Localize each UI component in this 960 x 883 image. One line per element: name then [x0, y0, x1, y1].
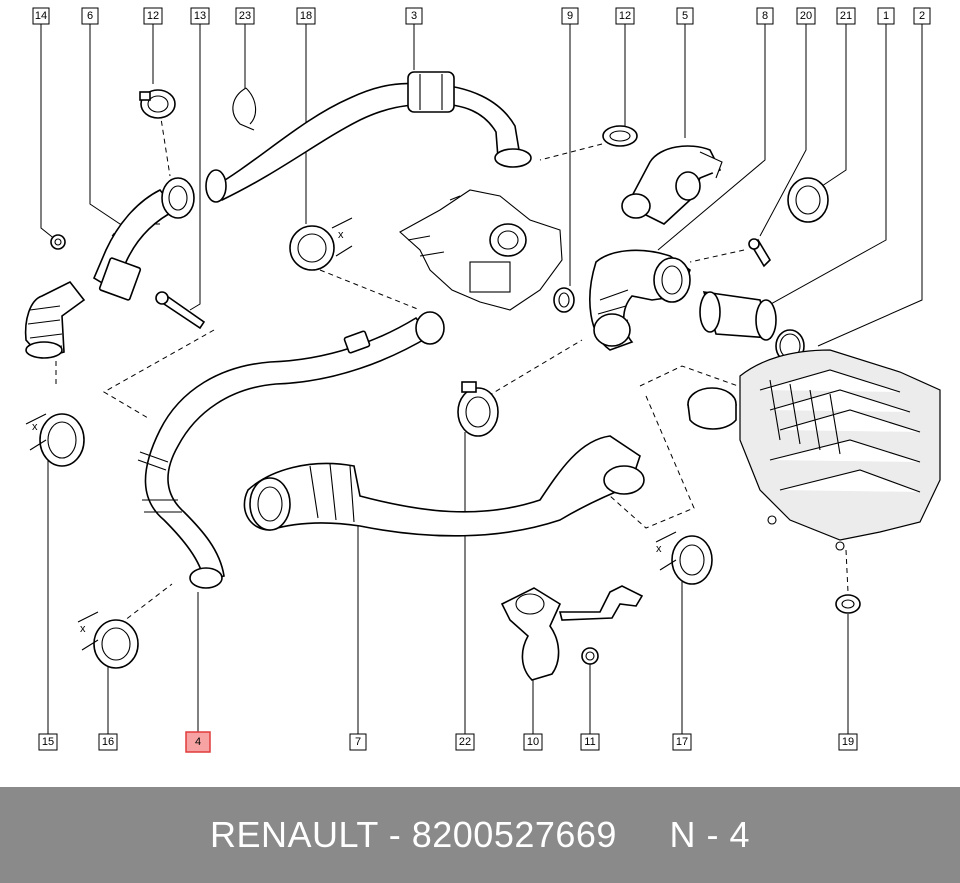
part-clamp-12a: [139, 89, 176, 119]
callout-label: 4: [195, 736, 201, 748]
assembly-lines: [55, 111, 849, 625]
callout-18[interactable]: 18: [296, 7, 316, 25]
parts-diagram-canvas: x x x: [24, 7, 941, 753]
callout-label: 21: [840, 10, 852, 22]
part-duct-7: [243, 435, 645, 537]
part-hose-3-upper: [205, 71, 532, 203]
part-seal-9: [553, 287, 575, 313]
callout-label: 1: [883, 10, 889, 22]
svg-text:x: x: [80, 623, 86, 635]
part-hose-6: [24, 177, 195, 359]
part-throttle-5: [621, 145, 723, 225]
leader-lines: [40, 24, 923, 734]
callout-label: 8: [762, 10, 768, 22]
part-clamp-18: x: [289, 217, 353, 271]
part-number-text: RENAULT - 8200527669 N - 4: [210, 814, 750, 855]
callout-label: 13: [194, 10, 206, 22]
callout-3[interactable]: 3: [405, 7, 423, 25]
callout-label: 9: [567, 10, 573, 22]
callout-label: 3: [411, 10, 417, 22]
callout-11[interactable]: 11: [580, 733, 600, 751]
callout-label: 22: [459, 736, 471, 748]
part-clip-23: [232, 87, 257, 131]
callout-label: 12: [619, 10, 631, 22]
callout-9[interactable]: 9: [561, 7, 579, 25]
callout-5[interactable]: 5: [676, 7, 694, 25]
part-clamp-22: [457, 381, 499, 437]
callout-label: 20: [800, 10, 812, 22]
callout-label: 15: [42, 736, 54, 748]
callout-22[interactable]: 22: [455, 733, 475, 751]
callout-17[interactable]: 17: [672, 733, 692, 751]
callout-7[interactable]: 7: [349, 733, 367, 751]
part-clamp-17: x: [655, 531, 713, 585]
part-pipe-10: [500, 585, 644, 681]
callout-21[interactable]: 21: [836, 7, 856, 25]
svg-text:x: x: [32, 421, 38, 433]
callout-8[interactable]: 8: [756, 7, 774, 25]
callout-13[interactable]: 13: [190, 7, 210, 25]
callout-2[interactable]: 2: [913, 7, 931, 25]
part-hose-4: [137, 311, 445, 589]
callout-1[interactable]: 1: [877, 7, 895, 25]
part-number-footer: RENAULT - 8200527669 N - 4: [0, 787, 960, 883]
callout-12-top[interactable]: 12: [143, 7, 163, 25]
part-nut-11: [581, 647, 599, 665]
callout-14[interactable]: 14: [32, 7, 50, 25]
part-clamp-21: [787, 177, 829, 223]
callout-15[interactable]: 15: [38, 733, 58, 751]
part-seal-19: [835, 594, 861, 614]
svg-text:x: x: [656, 543, 662, 555]
callout-label: 18: [300, 10, 312, 22]
part-egr-valve: [399, 189, 563, 311]
part-air-filter-box: [687, 349, 941, 551]
callout-label: 19: [842, 736, 854, 748]
svg-text:x: x: [338, 229, 344, 241]
callout-label: 11: [584, 736, 595, 748]
callout-label: 2: [919, 10, 925, 22]
callout-label: 14: [35, 10, 47, 22]
callout-4-highlighted[interactable]: 4: [185, 731, 211, 753]
callout-label: 23: [239, 10, 251, 22]
callout-23[interactable]: 23: [235, 7, 255, 25]
part-clamp-15: x: [25, 413, 85, 467]
part-hose-8: [589, 249, 691, 351]
parts-diagram: x x x: [24, 7, 941, 753]
callout-12-right[interactable]: 12: [615, 7, 635, 25]
callout-label: 16: [102, 736, 114, 748]
callout-6[interactable]: 6: [81, 7, 99, 25]
callout-16[interactable]: 16: [98, 733, 118, 751]
part-bolt-20: [748, 238, 772, 268]
callout-20[interactable]: 20: [796, 7, 816, 25]
callout-label: 7: [355, 736, 361, 748]
part-bolt-14: [50, 234, 66, 250]
part-bolt-13: [155, 291, 206, 330]
part-clamp-12b: [602, 125, 638, 147]
callout-label: 12: [147, 10, 159, 22]
callout-19[interactable]: 19: [838, 733, 858, 751]
part-airflow-meter-1: [699, 291, 777, 341]
callout-label: 10: [527, 736, 539, 748]
callout-10[interactable]: 10: [523, 733, 543, 751]
callout-label: 5: [682, 10, 688, 22]
callout-label: 6: [87, 10, 93, 22]
part-clamp-16: x: [77, 611, 139, 669]
callout-label: 17: [676, 736, 688, 748]
